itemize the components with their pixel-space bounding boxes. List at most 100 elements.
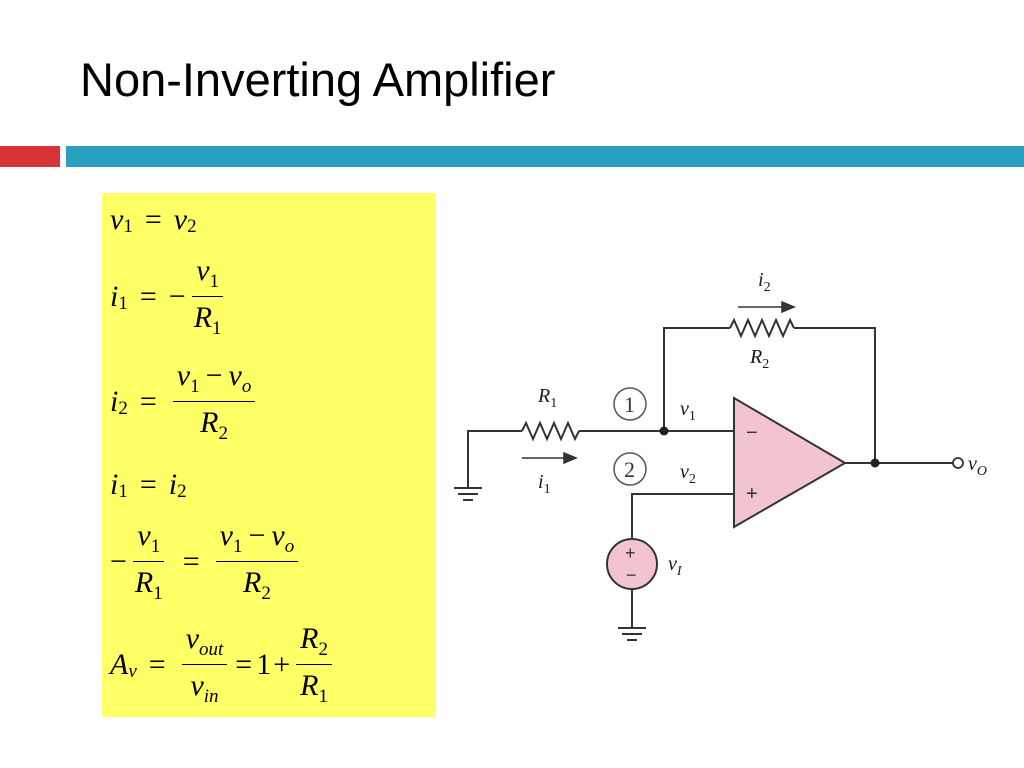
node-1-label: 1	[624, 392, 635, 417]
ground-input	[454, 487, 482, 501]
eq6-one: 1	[256, 647, 272, 681]
eq5-op: =	[182, 544, 200, 578]
eq1-lhs-sub: 1	[123, 216, 133, 237]
eq6-lhs-var: A	[110, 647, 129, 681]
eq5-r-den-var: R	[243, 566, 262, 599]
node-2-marker	[613, 452, 647, 486]
accent-bar-red	[0, 146, 60, 167]
eq4-lhs-var: i	[110, 468, 119, 501]
eq3-fraction: v1−vo R2	[172, 358, 256, 445]
eq2-lhs-var: i	[110, 279, 119, 313]
slide-title: Non-Inverting Amplifier	[80, 53, 556, 106]
eq3-num-a-var: v	[176, 359, 191, 392]
eq2-den-sub: 1	[212, 318, 222, 339]
eq1-rhs-var: v	[173, 203, 188, 236]
eq6-f1-den-var: v	[190, 669, 204, 702]
v1-label: v1	[680, 398, 696, 424]
eq5-sign: −	[110, 544, 127, 578]
r1-label: R1	[537, 385, 557, 411]
r2-label: R2	[749, 346, 769, 372]
i2-label: i2	[758, 269, 771, 295]
i2-arrow-head	[781, 300, 796, 314]
eq1-rhs-sub: 2	[187, 216, 197, 237]
eq3-num-b-sub: o	[241, 376, 252, 397]
eq2-op: =	[139, 279, 157, 313]
eq3-lhs-sub: 2	[118, 397, 128, 419]
eq4-op: =	[139, 468, 157, 501]
eq5-r-num-a-var: v	[219, 519, 233, 552]
input-wire	[467, 430, 522, 488]
feedback-right-wire	[794, 327, 876, 463]
eq6-f2-den-var: R	[300, 669, 319, 702]
circuit-diagram: − + + − 1 2 R1 i1 i2 R2 v1 v2 vO vI	[454, 269, 987, 641]
eq5-l-num-sub: 1	[150, 536, 161, 557]
eq5-r-num-b-sub: o	[284, 536, 295, 557]
voltage-source	[606, 538, 658, 590]
eq3-num-minus: −	[205, 359, 223, 392]
eq3-den-var: R	[200, 406, 219, 439]
opamp-minus-sign: −	[746, 422, 758, 444]
eq6-fraction-1: vout vin	[181, 621, 228, 708]
eq6-f2-den-sub: 1	[318, 686, 328, 707]
i1-label: i1	[538, 471, 551, 497]
node-dot-inverting	[659, 426, 669, 436]
node-dot-output	[870, 458, 880, 468]
eq5-l-den-sub: 1	[153, 583, 163, 604]
eq2-den-var: R	[193, 301, 213, 334]
ground-source	[618, 627, 646, 641]
equation-5: − v1 R1 = v1−vo R2	[110, 518, 302, 605]
eq6-f2-num-var: R	[300, 622, 319, 655]
accent-bar-teal	[66, 146, 1024, 167]
eq6-f1-den-sub: in	[203, 686, 219, 707]
v2-label: v2	[680, 461, 696, 487]
vo-label: vO	[968, 453, 987, 479]
noninverting-wire	[631, 493, 738, 540]
eq5-left-fraction: v1 R1	[131, 518, 167, 605]
eq4-lhs-sub: 1	[118, 481, 128, 502]
source-minus-sign: −	[626, 565, 637, 585]
eq3-lhs-var: i	[110, 384, 119, 418]
eq6-plus: +	[273, 647, 291, 681]
r1-resistor	[521, 420, 580, 442]
r2-resistor	[729, 317, 795, 339]
vi-label: vI	[668, 553, 683, 579]
eq1-lhs-var: v	[110, 203, 124, 236]
eq4-rhs-var: i	[168, 468, 178, 501]
eq2-fraction: v1 R1	[190, 253, 226, 340]
eq2-num-var: v	[196, 254, 210, 287]
eq5-l-den-var: R	[134, 566, 154, 599]
eq6-op2: =	[235, 647, 253, 681]
opamp-triangle	[733, 396, 847, 529]
eq5-r-num-b-var: v	[271, 519, 285, 552]
eq6-f2-num-sub: 2	[318, 639, 328, 660]
i1-arrow-head	[563, 451, 578, 465]
eq3-num-a-sub: 1	[190, 376, 200, 397]
source-plus-sign: +	[625, 543, 636, 563]
eq2-lhs-sub: 1	[118, 292, 128, 314]
node-2-label: 2	[624, 457, 635, 482]
opamp-plus-sign: +	[746, 483, 758, 505]
eq2-sign: −	[168, 279, 186, 313]
eq5-r-den-sub: 2	[261, 583, 271, 604]
feedback-left-wire	[663, 327, 730, 431]
eq6-fraction-2: R2 R1	[296, 621, 332, 708]
eq5-l-num-var: v	[137, 519, 151, 552]
eq3-op: =	[139, 384, 157, 418]
eq6-f1-num-sub: out	[199, 639, 224, 660]
eq5-right-fraction: v1−vo R2	[215, 518, 299, 605]
eq5-r-num-a-sub: 1	[233, 536, 243, 557]
eq6-op1: =	[148, 647, 166, 681]
eq4-rhs-sub: 2	[177, 481, 187, 502]
eq1-op: =	[144, 203, 162, 236]
eq3-num-b-var: v	[228, 359, 242, 392]
eq6-lhs-sub: v	[128, 660, 137, 682]
output-terminal	[952, 457, 964, 469]
eq2-num-sub: 1	[209, 271, 220, 292]
eq5-r-num-minus: −	[248, 519, 266, 552]
eq6-f1-num-var: v	[185, 622, 200, 655]
